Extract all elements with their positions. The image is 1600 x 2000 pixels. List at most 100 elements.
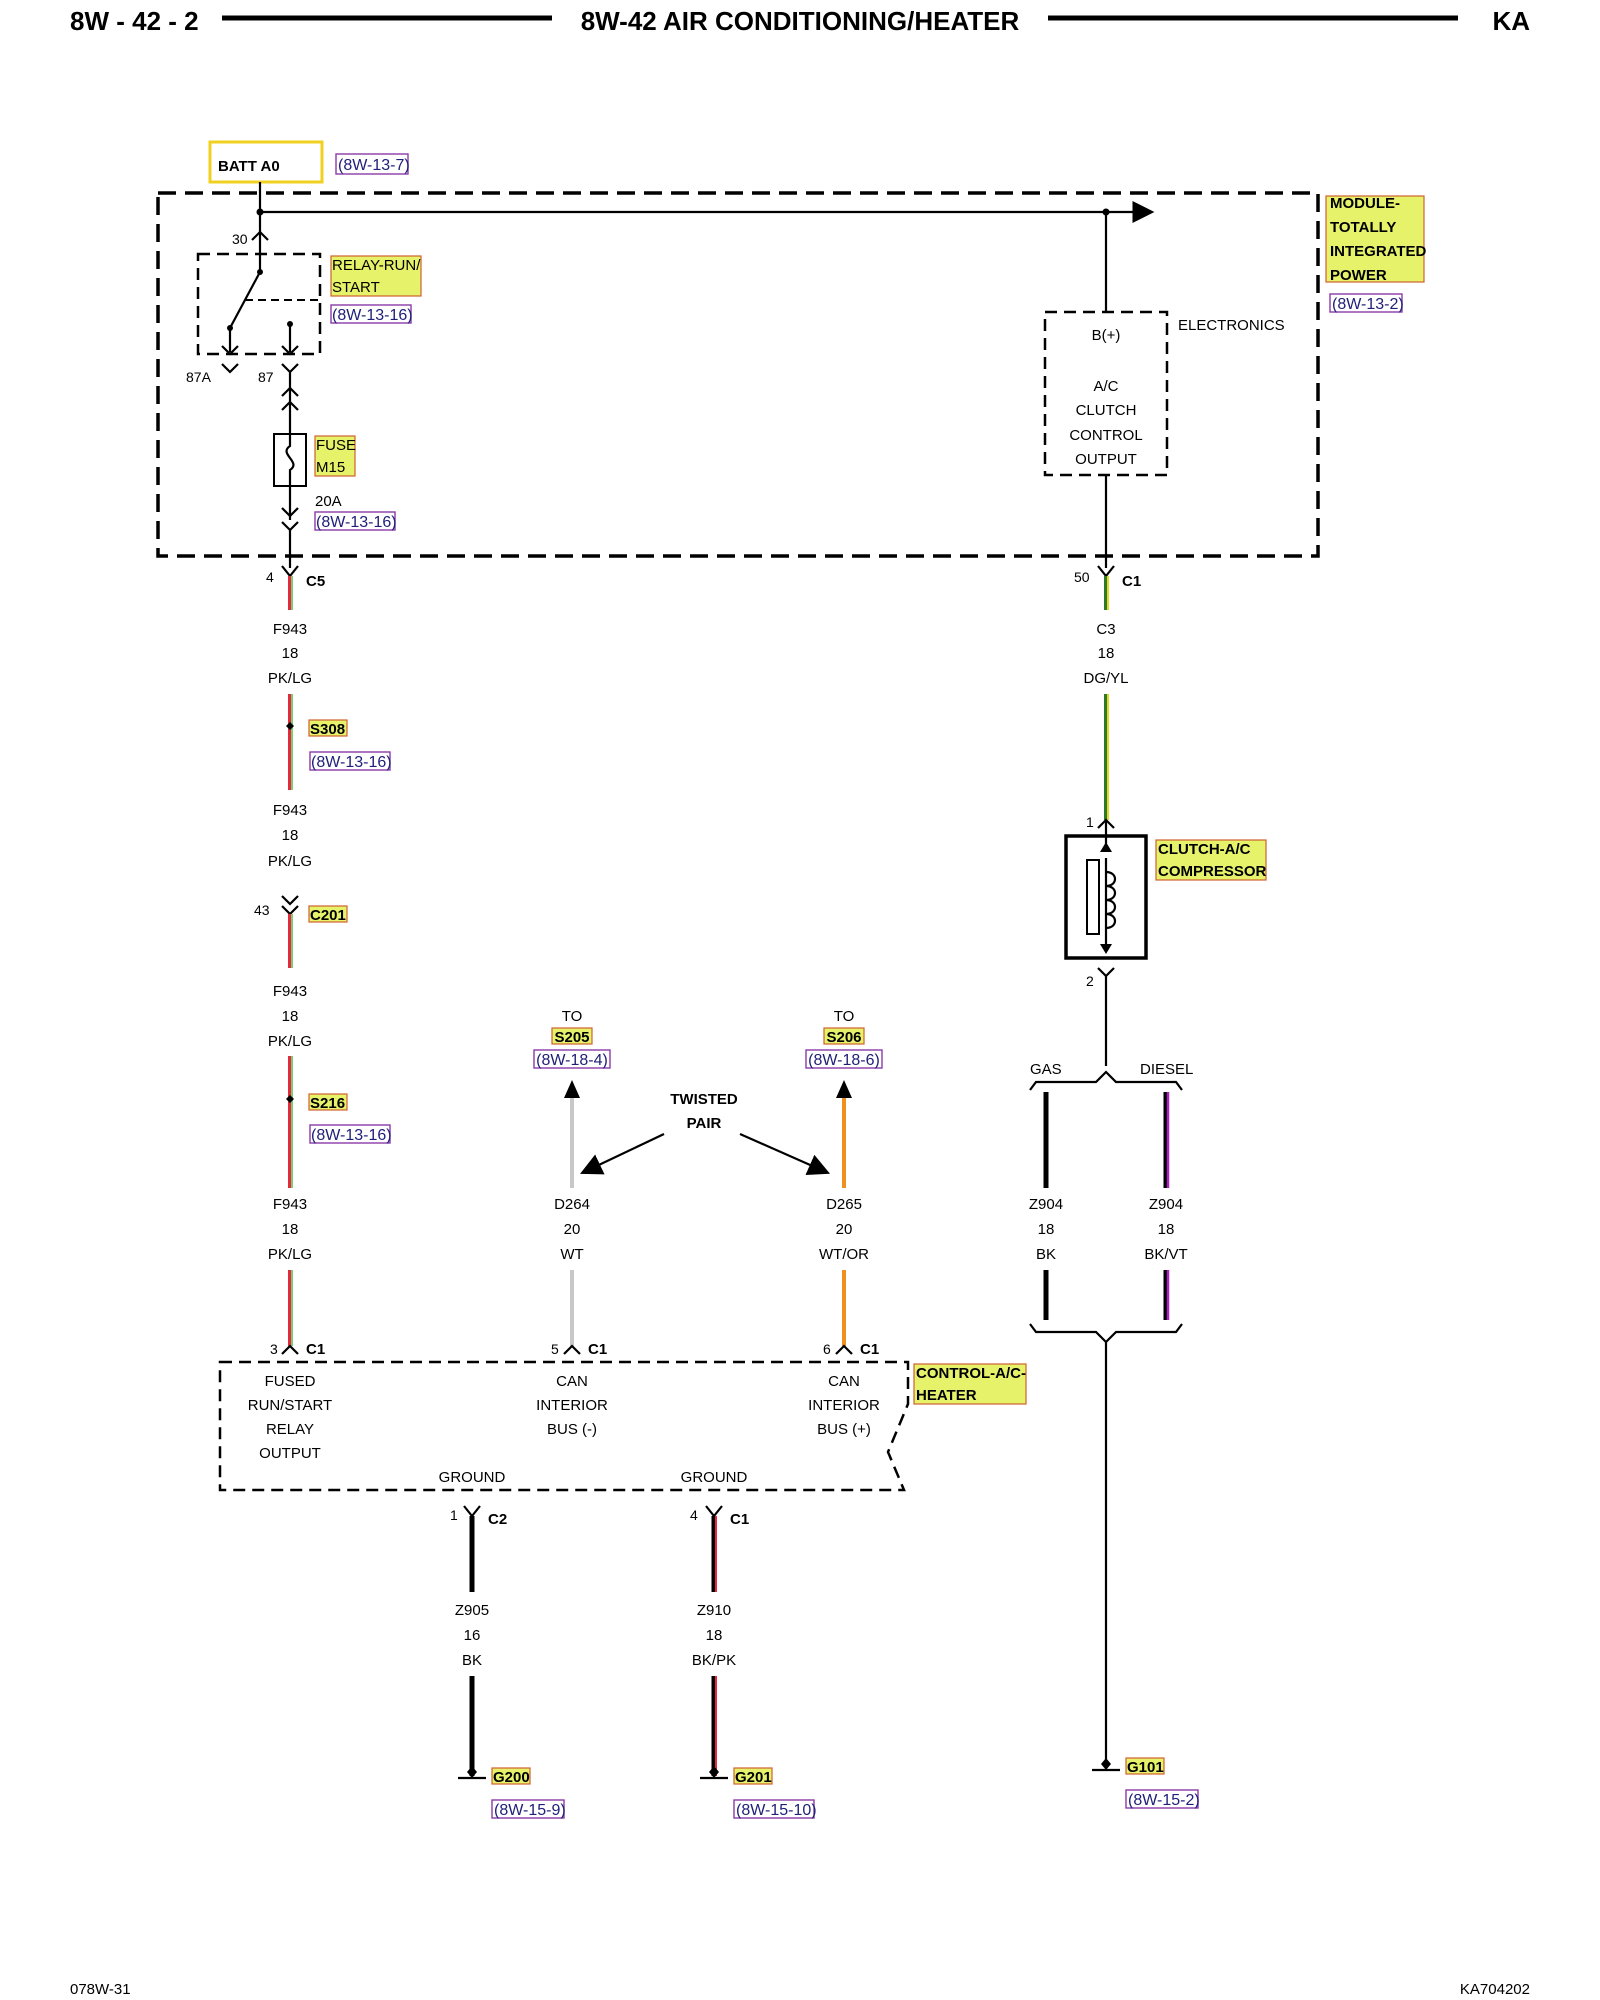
svg-text:INTEGRATED: INTEGRATED	[1330, 243, 1427, 260]
svg-text:GROUND: GROUND	[681, 1469, 748, 1486]
page-header: 8W - 42 - 2 8W-42 AIR CONDITIONING/HEATE…	[70, 6, 1530, 36]
tipm-module: MODULE- TOTALLY INTEGRATED POWER (8W-13-…	[156, 182, 1427, 568]
svg-text:20A: 20A	[315, 493, 342, 510]
svg-text:C1: C1	[588, 1341, 607, 1358]
svg-text:6: 6	[823, 1341, 831, 1357]
svg-text:INTERIOR: INTERIOR	[808, 1397, 880, 1414]
svg-text:DG/YL: DG/YL	[1083, 670, 1128, 687]
svg-text:18: 18	[282, 827, 299, 844]
fuse-m15: FUSE M15 20A (8W-13-16)	[273, 372, 397, 568]
relay-ref[interactable]: (8W-13-16)	[332, 307, 413, 324]
svg-text:WT/OR: WT/OR	[819, 1246, 869, 1263]
ground-z905: 1 C2 Z905 16 BK G200 (8W-15-9)	[450, 1505, 566, 1819]
svg-text:C3: C3	[1096, 621, 1115, 638]
s206-ref[interactable]: (8W-18-6)	[808, 1052, 880, 1069]
svg-text:1: 1	[450, 1507, 458, 1523]
s205-ref[interactable]: (8W-18-4)	[536, 1052, 608, 1069]
wire-f943-run: 4 C5 F943 18 PK/LG S308 (8W-13-16) F943 …	[254, 565, 392, 1346]
svg-text:RELAY-RUN/: RELAY-RUN/	[332, 257, 421, 274]
svg-text:18: 18	[1158, 1221, 1175, 1238]
svg-text:BUS (+): BUS (+)	[817, 1421, 871, 1438]
wire-segment-c5-s308	[288, 576, 293, 610]
g200-ref[interactable]: (8W-15-9)	[494, 1802, 566, 1819]
svg-text:GAS: GAS	[1030, 1061, 1062, 1078]
page-footer: 078W-31 KA704202	[70, 1981, 1530, 1998]
can-twisted-pair: TO S205 (8W-18-4) TO S206 (8W-18-6) TWIS…	[533, 1008, 883, 1346]
svg-text:CLUTCH: CLUTCH	[1076, 402, 1137, 419]
svg-text:S216: S216	[310, 1095, 345, 1112]
svg-text:START: START	[332, 279, 380, 296]
svg-text:A/C: A/C	[1093, 378, 1118, 395]
svg-text:F943: F943	[273, 802, 307, 819]
batt-a0-source: BATT A0 (8W-13-7)	[208, 140, 410, 184]
svg-text:87: 87	[258, 369, 274, 385]
svg-text:BATT A0: BATT A0	[218, 158, 280, 175]
svg-text:PK/LG: PK/LG	[268, 853, 312, 870]
svg-text:OUTPUT: OUTPUT	[1075, 451, 1137, 468]
svg-text:18: 18	[282, 1008, 299, 1025]
batt-ref[interactable]: (8W-13-7)	[338, 157, 410, 174]
ground-g101: G101 (8W-15-2)	[1092, 1757, 1200, 1809]
svg-text:C1: C1	[306, 1341, 325, 1358]
g201-ref[interactable]: (8W-15-10)	[736, 1802, 817, 1819]
svg-text:18: 18	[1098, 645, 1115, 662]
svg-text:Z910: Z910	[697, 1602, 731, 1619]
svg-text:PK/LG: PK/LG	[268, 1033, 312, 1050]
svg-text:G201: G201	[735, 1769, 772, 1786]
svg-text:18: 18	[706, 1627, 723, 1644]
s308-ref[interactable]: (8W-13-16)	[311, 754, 392, 771]
svg-text:C1: C1	[730, 1511, 749, 1528]
svg-text:Z904: Z904	[1149, 1196, 1183, 1213]
svg-text:PK/LG: PK/LG	[268, 670, 312, 687]
svg-text:GROUND: GROUND	[439, 1469, 506, 1486]
svg-text:TO: TO	[834, 1008, 855, 1025]
svg-text:C5: C5	[306, 573, 325, 590]
svg-text:PAIR: PAIR	[687, 1115, 722, 1132]
s216-ref[interactable]: (8W-13-16)	[311, 1127, 392, 1144]
ground-z910: 4 C1 Z910 18 BK/PK G201 (8W-15-10)	[690, 1505, 817, 1819]
svg-text:50: 50	[1074, 569, 1090, 585]
svg-text:S308: S308	[310, 721, 345, 738]
svg-text:43: 43	[254, 902, 270, 918]
svg-text:G101: G101	[1127, 1759, 1164, 1776]
tipm-ref[interactable]: (8W-13-2)	[1332, 296, 1404, 313]
svg-text:BK: BK	[462, 1652, 482, 1669]
svg-text:FUSED: FUSED	[265, 1373, 316, 1390]
svg-text:BK: BK	[1036, 1246, 1056, 1263]
svg-text:WT: WT	[560, 1246, 583, 1263]
svg-text:MODULE-: MODULE-	[1330, 195, 1400, 212]
fuse-ref[interactable]: (8W-13-16)	[316, 514, 397, 531]
svg-text:16: 16	[464, 1627, 481, 1644]
control-ac-heater: 3 C1 5 C1 6 C1 CONTROL-A/C- HEATER FUSED…	[218, 1341, 1027, 1492]
svg-text:S205: S205	[554, 1029, 589, 1046]
svg-text:C1: C1	[860, 1341, 879, 1358]
svg-text:C2: C2	[488, 1511, 507, 1528]
svg-text:DIESEL: DIESEL	[1140, 1061, 1193, 1078]
page-code: 8W - 42 - 2	[70, 6, 199, 36]
svg-text:TOTALLY: TOTALLY	[1330, 219, 1396, 236]
svg-text:RUN/START: RUN/START	[248, 1397, 332, 1414]
model-code: KA	[1492, 6, 1530, 36]
svg-text:POWER: POWER	[1330, 267, 1387, 284]
svg-text:2: 2	[1086, 973, 1094, 989]
svg-text:F943: F943	[273, 1196, 307, 1213]
svg-text:B(+): B(+)	[1092, 327, 1121, 344]
gas-diesel-branch: GAS DIESEL Z904 18 BK Z904 18 BK/VT	[1029, 1061, 1193, 1768]
svg-text:18: 18	[282, 1221, 299, 1238]
svg-text:3: 3	[270, 1341, 278, 1357]
svg-text:D264: D264	[554, 1196, 590, 1213]
g101-ref[interactable]: (8W-15-2)	[1128, 1792, 1200, 1809]
svg-text:F943: F943	[273, 621, 307, 638]
footer-right-code: KA704202	[1460, 1981, 1530, 1998]
svg-text:D265: D265	[826, 1196, 862, 1213]
svg-text:F943: F943	[273, 983, 307, 1000]
svg-text:RELAY: RELAY	[266, 1421, 314, 1438]
svg-text:5: 5	[551, 1341, 559, 1357]
relay-run-start: 30 87A 87 RELAY-RUN/ START (8W-13-16)	[186, 230, 422, 385]
wire-c3-clutch: 50 C1 C3 18 DG/YL 1	[1074, 565, 1141, 830]
clutch-ac-compressor: CLUTCH-A/C COMPRESSOR 2	[1064, 820, 1267, 1066]
svg-text:4: 4	[266, 569, 274, 585]
svg-text:S206: S206	[826, 1029, 861, 1046]
footer-left-code: 078W-31	[70, 1981, 131, 1998]
